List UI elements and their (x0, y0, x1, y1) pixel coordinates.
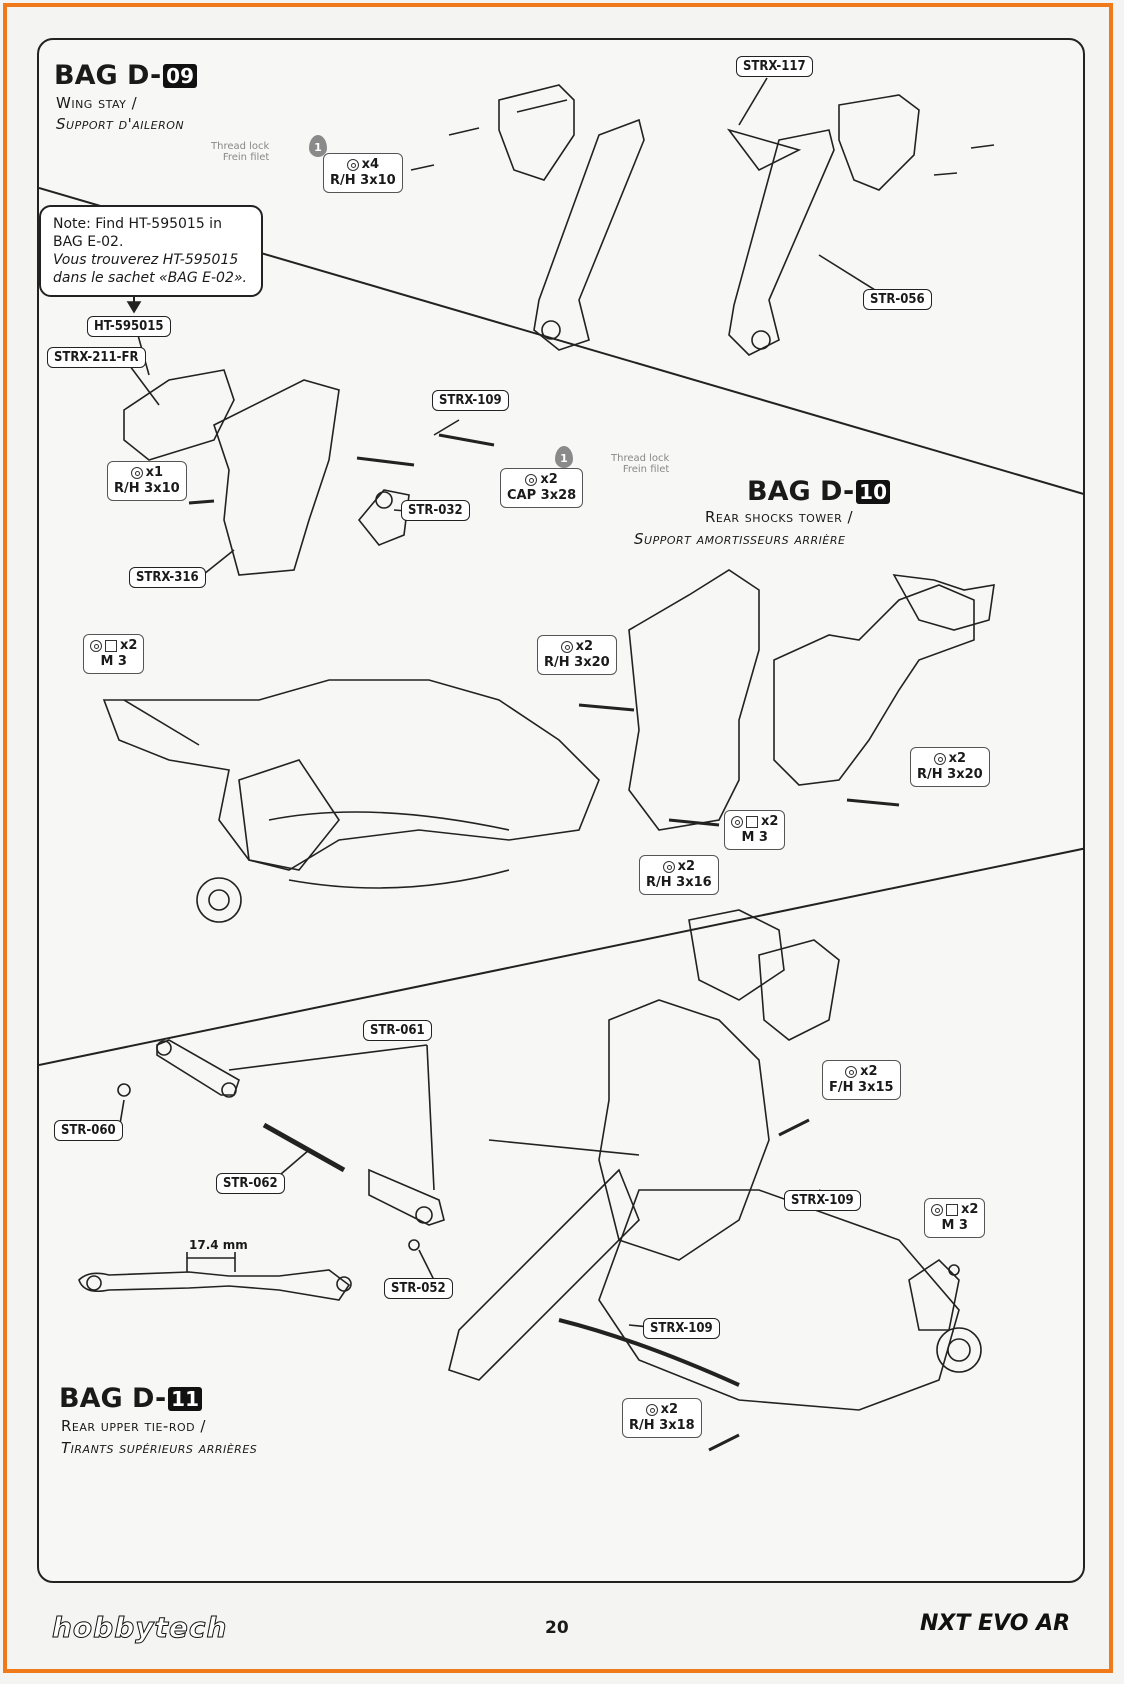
hardware-size: R/H 3x10 (114, 481, 180, 496)
washer-icon (645, 1404, 658, 1416)
hardware-qty: x2 (860, 1064, 878, 1079)
part-tag-strx-109-b: STRX-109 (643, 1318, 720, 1339)
part-tag-strx-211-fr: STRX-211-FR (47, 347, 146, 368)
hardware-size: M 3 (741, 830, 768, 845)
washer-icon (130, 467, 143, 479)
hardware-size: M 3 (941, 1218, 968, 1233)
hardware-m3-d11: x2 M 3 (924, 1198, 986, 1238)
hardware-qty: x2 (120, 638, 138, 653)
part-tag-strx-117: STRX-117 (736, 56, 813, 77)
washer-icon (933, 753, 946, 765)
washer-icon (845, 1066, 858, 1078)
hardware-qty: x2 (761, 814, 779, 829)
washer-icon (731, 816, 743, 828)
washer-icon (662, 861, 675, 873)
hardware-qty: x2 (948, 751, 967, 766)
part-tag-str-052: STR-052 (384, 1278, 453, 1299)
hardware-rh3x20-a: x2 R/H 3x20 (537, 635, 617, 675)
threadlock-en: Thread lock (211, 141, 270, 152)
tie-rod-dimension: 17.4 mm (189, 1238, 248, 1252)
hardware-qty: x1 (145, 465, 164, 480)
hardware-rh3x10-d10: x1 R/H 3x10 (107, 461, 187, 501)
washer-icon (346, 159, 359, 171)
nut-icon (105, 640, 117, 652)
hardware-fh3x15: x2 F/H 3x15 (822, 1060, 901, 1100)
bag-d11-subtitle-fr: Tirants supérieurs arrières (61, 1439, 258, 1457)
nut-icon (946, 1204, 958, 1216)
part-tag-str-060: STR-060 (54, 1120, 123, 1141)
note-line-en-1: Note: Find HT-595015 in (53, 216, 222, 232)
hardware-rh3x10-d09: x4 R/H 3x10 (323, 153, 403, 193)
washer-icon (931, 1204, 943, 1216)
threadlock-en: Thread lock (611, 453, 670, 464)
hardware-cap3x28: x2 CAP 3x28 (500, 468, 584, 508)
hardware-rh3x18: x2 R/H 3x18 (622, 1398, 702, 1438)
threadlock-fr: Frein filet (222, 152, 270, 163)
hardware-rh3x20-b: x2 R/H 3x20 (910, 747, 990, 787)
brand-logo-left: hobbytech (51, 1611, 228, 1645)
hardware-size: CAP 3x28 (507, 488, 577, 503)
step-number: 1 (314, 141, 322, 154)
step-number: 1 (560, 452, 568, 465)
hardware-qty: x2 (575, 639, 594, 654)
part-tag-str-061: STR-061 (363, 1020, 432, 1041)
bag-d10-subtitle-en: Rear shocks tower / (705, 508, 854, 526)
washer-icon (525, 474, 538, 486)
bag-d09-number: 09 (163, 63, 197, 88)
bag-d11-number: 11 (168, 1386, 202, 1411)
bag-d11-prefix: BAG D- (59, 1383, 167, 1414)
hardware-size: R/H 3x10 (330, 173, 396, 188)
note-line-fr-2: dans le sachet «BAG E-02». (53, 270, 247, 286)
nut-icon (746, 816, 758, 828)
hardware-m3-d10-left: x2 M 3 (83, 634, 145, 674)
hardware-size: F/H 3x15 (829, 1080, 894, 1095)
threadlock-label-d09: Thread lock Frein filet (211, 141, 269, 163)
bag-d10-title: BAG D-10 (747, 476, 890, 507)
washer-icon (560, 641, 573, 653)
instruction-panel: BAG D-09 Wing stay / Support d'aileron T… (37, 38, 1085, 1583)
part-tag-strx-109-d10: STRX-109 (432, 390, 509, 411)
bag-d11-title: BAG D-11 (59, 1383, 202, 1414)
bag-d09-subtitle-en: Wing stay / (56, 94, 138, 112)
threadlock-label-d10: Thread lock Frein filet (611, 453, 669, 475)
hardware-qty: x2 (677, 859, 696, 874)
hardware-rh3x16: x2 R/H 3x16 (639, 855, 719, 895)
hardware-size: R/H 3x20 (917, 767, 983, 782)
washer-icon (90, 640, 102, 652)
hardware-size: R/H 3x20 (544, 655, 610, 670)
bag-d10-number: 10 (856, 479, 890, 504)
hardware-qty: x2 (660, 1402, 679, 1417)
bag-d09-title: BAG D-09 (54, 60, 197, 91)
bag-d09-subtitle-fr: Support d'aileron (56, 115, 185, 133)
part-tag-str-056: STR-056 (863, 289, 932, 310)
hardware-size: R/H 3x16 (646, 875, 712, 890)
threadlock-drop-icon: 1 (309, 135, 327, 157)
hardware-m3-d10-mid: x2 M 3 (724, 810, 786, 850)
threadlock-drop-icon: 1 (555, 446, 573, 468)
note-box: Note: Find HT-595015 in BAG E-02. Vous t… (39, 205, 263, 297)
threadlock-fr: Frein filet (622, 464, 670, 475)
hardware-qty: x2 (961, 1202, 979, 1217)
note-line-en-2: BAG E-02. (53, 234, 124, 250)
brand-logo-right: NXT EVO AR (920, 1611, 1071, 1636)
part-tag-strx-316: STRX-316 (129, 567, 206, 588)
part-tag-str-062: STR-062 (216, 1173, 285, 1194)
hardware-size: M 3 (100, 654, 127, 669)
bag-d09-prefix: BAG D- (54, 60, 162, 91)
hardware-size: R/H 3x18 (629, 1418, 695, 1433)
page-border (3, 3, 1113, 1673)
note-line-fr-1: Vous trouverez HT-595015 (53, 252, 239, 268)
part-tag-strx-109-a: STRX-109 (784, 1190, 861, 1211)
assembly-illustration (39, 77, 1083, 1452)
hardware-qty: x2 (540, 472, 558, 487)
bag-d10-subtitle-fr: Support amortisseurs arrière (634, 530, 846, 548)
hardware-qty: x4 (361, 157, 380, 172)
part-tag-str-032: STR-032 (401, 500, 470, 521)
part-tag-ht-595015: HT-595015 (87, 316, 171, 337)
bag-d10-prefix: BAG D- (747, 476, 855, 507)
bag-d11-subtitle-en: Rear upper tie-rod / (61, 1417, 206, 1435)
page-number: 20 (545, 1618, 569, 1638)
